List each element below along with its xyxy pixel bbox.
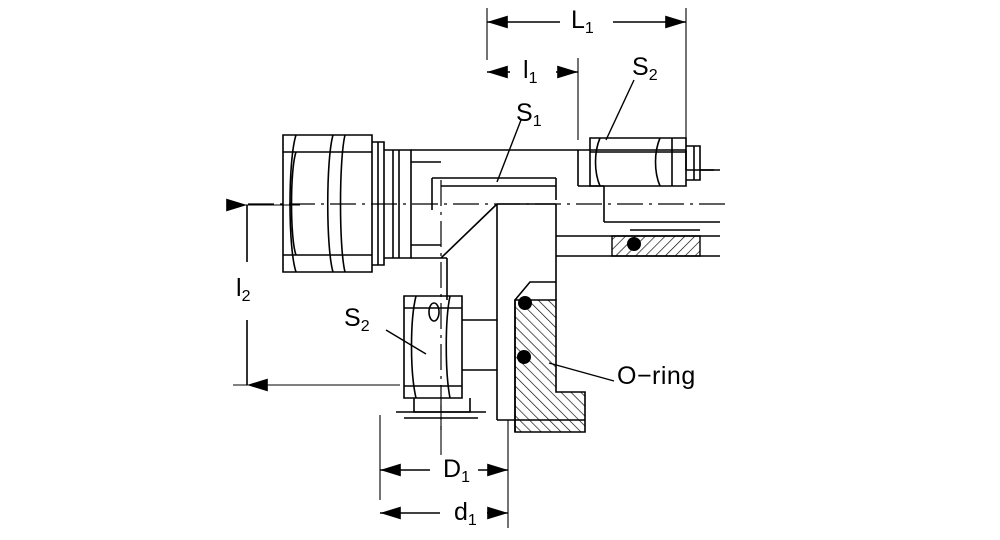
- label-S2-left: S2: [344, 304, 370, 335]
- left-hex-nut: [282, 134, 385, 273]
- tee-central-body: [411, 149, 579, 420]
- label-d1: d1: [454, 498, 477, 529]
- center-lines: [248, 180, 730, 430]
- lower-oring-seals: [517, 296, 532, 364]
- tee-section-hatch: [497, 272, 586, 433]
- label-S2-top: S2: [632, 53, 658, 84]
- leader-S2-top: [605, 79, 635, 141]
- dimension-d1: [380, 420, 509, 528]
- leader-S2-left: [385, 329, 427, 355]
- label-l2: l2: [236, 274, 251, 305]
- dimension-l2: [226, 198, 400, 392]
- leader-O-ring: [548, 362, 615, 382]
- left-arm-body: [384, 149, 441, 259]
- leader-S1: [496, 119, 522, 183]
- right-branch-section: [611, 229, 701, 257]
- label-o-ring: O−ring: [617, 362, 696, 390]
- dimension-l1: [487, 58, 579, 140]
- label-L1: L1: [571, 6, 594, 37]
- lower-branch-body: [396, 295, 497, 419]
- leader-lines: [385, 79, 635, 382]
- dimension-D1: [379, 405, 508, 500]
- right-oring-seal: [627, 237, 641, 251]
- label-S1: S1: [516, 99, 542, 130]
- label-l1: l1: [523, 56, 538, 87]
- label-D1: D1: [443, 455, 470, 486]
